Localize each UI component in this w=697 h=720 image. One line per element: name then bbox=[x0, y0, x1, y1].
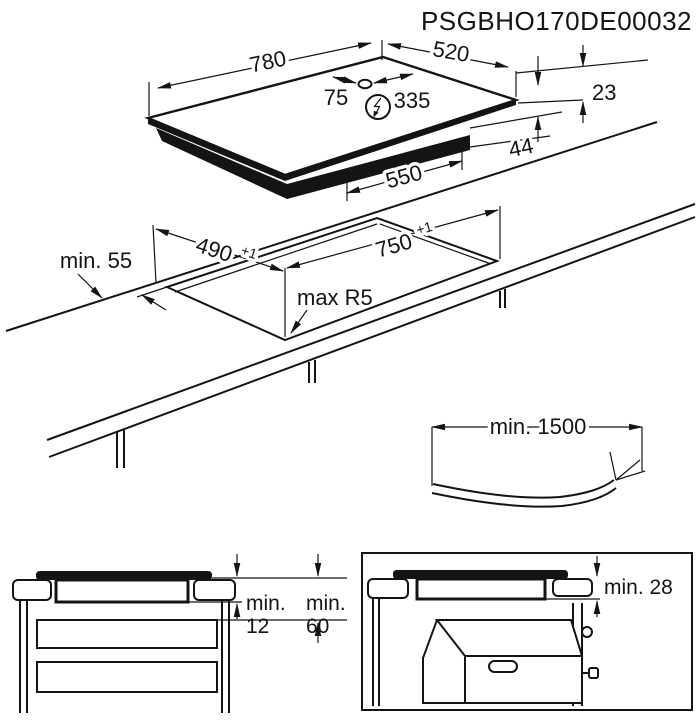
drawer-front bbox=[36, 619, 218, 649]
hob-glass-section bbox=[393, 570, 568, 579]
worktop-leg bbox=[116, 430, 125, 468]
power-connection-symbol bbox=[365, 94, 391, 120]
height-23-label: 23 bbox=[592, 80, 616, 105]
hob-depth-label: 520 bbox=[431, 36, 472, 67]
offset-75-label: 75 bbox=[324, 85, 348, 110]
recess-44-label: 44 bbox=[506, 133, 535, 163]
worktop-leg bbox=[499, 289, 506, 308]
min60-value: 60 bbox=[306, 615, 329, 638]
worktop-cutout-view: min. 55 490 +1 750 +1 max R5 bbox=[5, 121, 696, 468]
hob-casing-left-face bbox=[156, 128, 287, 199]
knob bbox=[588, 667, 599, 679]
min60-word: min. bbox=[306, 592, 346, 615]
min12-word: min. bbox=[246, 592, 286, 615]
cable-stripped-wires bbox=[609, 451, 646, 481]
dimension-line bbox=[286, 209, 499, 269]
lightning-bolt-tip bbox=[373, 110, 379, 118]
hob-top-view: 780 520 75 335 23 bbox=[144, 33, 649, 201]
dimension-44: 44 bbox=[469, 111, 563, 166]
hob-casing-section bbox=[415, 577, 547, 601]
drawing-code-title: PSGBHO170DE00032 bbox=[421, 6, 692, 36]
cable-curve-top bbox=[432, 479, 615, 499]
cable-curve-bottom bbox=[431, 487, 617, 508]
dimension-line bbox=[387, 43, 509, 68]
leader-arrow bbox=[290, 309, 308, 334]
offset-75-arrow bbox=[332, 76, 357, 84]
dimension-23: 23 bbox=[515, 45, 649, 123]
hinge-detail bbox=[581, 626, 593, 638]
dimension-line bbox=[155, 228, 284, 272]
oven-front-face bbox=[464, 655, 583, 704]
dimension-line bbox=[346, 160, 463, 194]
cable-length-label: min. 1500 bbox=[490, 414, 587, 439]
lightning-bolt-icon bbox=[373, 97, 382, 115]
reference-line bbox=[469, 135, 551, 148]
reference-line bbox=[515, 59, 649, 74]
offset-335-label: 335 bbox=[394, 88, 431, 113]
hob-glass-section bbox=[36, 571, 212, 580]
min12-value: 12 bbox=[246, 615, 269, 638]
worktop-front-top-edge bbox=[46, 203, 696, 441]
arrow-to-back-edge bbox=[77, 273, 103, 299]
dimension-line bbox=[157, 42, 372, 89]
extension-line bbox=[152, 224, 157, 284]
annotation-max-r5: max R5 bbox=[290, 285, 373, 334]
worktop-left-section bbox=[12, 579, 52, 601]
hob-width-label: 780 bbox=[247, 45, 288, 77]
oven-clearance-view: min. 28 bbox=[361, 552, 693, 711]
offset-335-arrow bbox=[373, 73, 414, 84]
cutout-width-tolerance: +1 bbox=[414, 218, 434, 238]
corner-radius-label: max R5 bbox=[297, 285, 373, 310]
oven-left-side bbox=[422, 619, 465, 704]
min-55-label: min. 55 bbox=[60, 248, 132, 273]
worktop-front-bottom-edge bbox=[48, 216, 696, 458]
worktop-right-section bbox=[552, 578, 593, 597]
worktop-right-section bbox=[193, 579, 236, 601]
worktop-leg bbox=[308, 360, 316, 383]
cutout-depth-label: 490 bbox=[193, 232, 236, 267]
min28-label: min. 28 bbox=[604, 576, 673, 599]
oven-handle bbox=[488, 660, 518, 673]
dimension-connection-offsets: 75 335 bbox=[324, 73, 431, 113]
worktop-left-section bbox=[367, 578, 409, 599]
dimension-min-55: min. 55 bbox=[60, 248, 167, 311]
reference-line bbox=[469, 111, 563, 129]
connection-point-oval bbox=[357, 78, 373, 90]
drawer-front bbox=[36, 661, 218, 693]
drawer-clearance-view: min. 12 min. 60 bbox=[12, 554, 347, 713]
arrow-to-cutout-edge bbox=[141, 294, 167, 311]
reference-line bbox=[517, 99, 584, 104]
hob-glass-edge bbox=[148, 100, 516, 181]
power-cable-view: min. 1500 bbox=[431, 411, 646, 508]
hob-casing-section bbox=[54, 578, 190, 604]
